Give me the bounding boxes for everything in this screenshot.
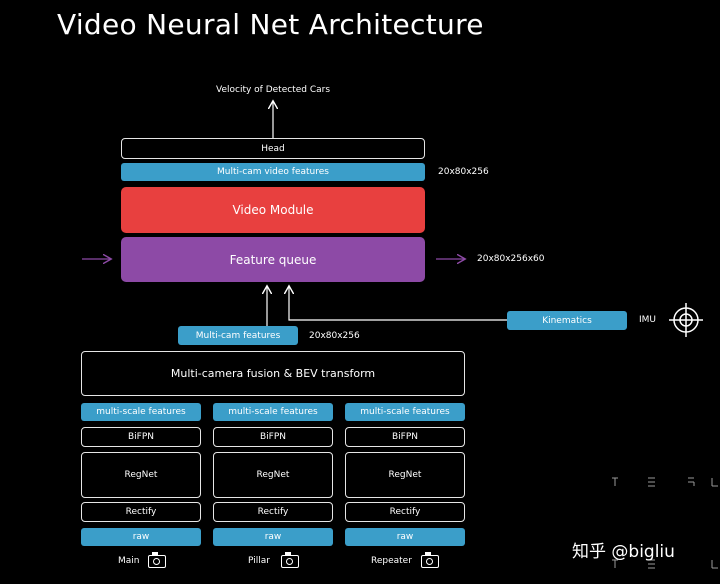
col1-camera-label: Main: [118, 556, 140, 566]
faint-logo-fragments: [612, 477, 718, 569]
col1-multiscale-features: multi-scale features: [81, 403, 201, 421]
col2-rectify: Rectify: [213, 502, 333, 522]
imu-crosshair-icon: [669, 303, 703, 337]
col2-raw: raw: [213, 528, 333, 546]
multicam-video-dims: 20x80x256: [438, 167, 489, 177]
page-title: Video Neural Net Architecture: [57, 8, 484, 41]
imu-label: IMU: [639, 315, 657, 325]
col1-rectify: Rectify: [81, 502, 201, 522]
multicam-features-block: Multi-cam features: [178, 326, 298, 345]
col3-multiscale-features: multi-scale features: [345, 403, 465, 421]
video-module-block: Video Module: [121, 187, 425, 233]
col1-regnet: RegNet: [81, 452, 201, 498]
fusion-block: Multi-camera fusion & BEV transform: [81, 351, 465, 396]
feature-queue-dims: 20x80x256x60: [477, 254, 545, 264]
col1-camera-icon: [148, 552, 166, 568]
col2-bifpn: BiFPN: [213, 427, 333, 447]
col3-camera-icon: [421, 552, 439, 568]
col3-regnet: RegNet: [345, 452, 465, 498]
col3-bifpn: BiFPN: [345, 427, 465, 447]
watermark: 知乎 @bigliu: [572, 542, 675, 562]
head-block: Head: [121, 138, 425, 159]
col2-camera-icon: [281, 552, 299, 568]
multicam-features-dims: 20x80x256: [309, 331, 360, 341]
kinematics-arrow: [289, 287, 507, 321]
col2-camera-label: Pillar: [248, 556, 270, 566]
col3-camera-label: Repeater: [371, 556, 412, 566]
col1-bifpn: BiFPN: [81, 427, 201, 447]
col1-raw: raw: [81, 528, 201, 546]
col3-raw: raw: [345, 528, 465, 546]
output-label: Velocity of Detected Cars: [216, 85, 331, 95]
col3-rectify: Rectify: [345, 502, 465, 522]
col2-multiscale-features: multi-scale features: [213, 403, 333, 421]
kinematics-block: Kinematics: [507, 311, 627, 330]
multicam-video-features-block: Multi-cam video features: [121, 163, 425, 181]
feature-queue-block: Feature queue: [121, 237, 425, 282]
col2-regnet: RegNet: [213, 452, 333, 498]
